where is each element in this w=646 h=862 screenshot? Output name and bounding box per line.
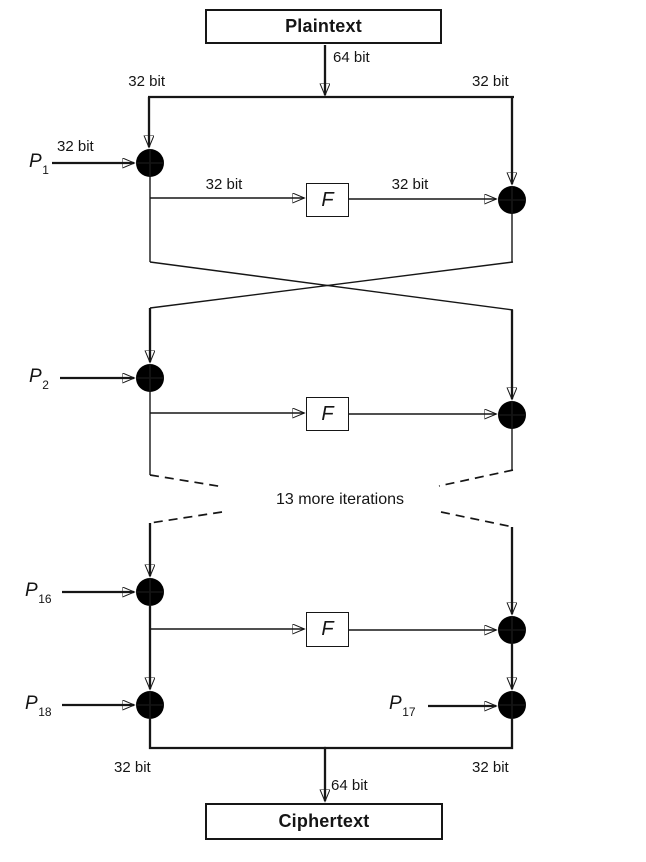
subkey-p18-sub: 18 <box>38 704 52 719</box>
half-width-label-top-right: 32 bit <box>472 73 509 90</box>
subkey-p18-base: P <box>25 693 38 714</box>
subkey-p16-sub: 16 <box>38 591 52 606</box>
wire-swap-cross-b <box>149 261 514 309</box>
bus-width-label-bottom: 64 bit <box>331 777 368 794</box>
xor-gate-round1-right <box>498 186 526 214</box>
ciphertext-box: Ciphertext <box>205 803 443 840</box>
wire-bottom-right-merge <box>324 719 514 750</box>
f-function-box-round2: F <box>306 397 349 431</box>
wire-dash-right-upper <box>438 469 514 487</box>
xor-gate-p18 <box>136 691 164 719</box>
subkey-label-p2: P2 <box>29 365 49 392</box>
f-function-box-round1: F <box>306 183 349 217</box>
xor-gate-round2-right <box>498 401 526 429</box>
subkey-p17-base: P <box>389 693 402 714</box>
iterations-note: 13 more iterations <box>275 491 405 508</box>
xor-gate-p2 <box>136 364 164 392</box>
main-bus-wires <box>52 45 514 801</box>
subkey-p2-sub: 2 <box>42 377 49 392</box>
wire-dash-right-lower <box>440 511 514 528</box>
f-function-box-round16: F <box>306 612 349 647</box>
wire-swap-cross-a <box>149 261 514 311</box>
half-width-label-p1-input: 32 bit <box>57 138 94 155</box>
plaintext-box: Plaintext <box>205 9 442 44</box>
subkey-p16-base: P <box>25 580 38 601</box>
xor-gate-p17 <box>498 691 526 719</box>
wire-dash-left-upper <box>149 474 225 488</box>
half-width-label-bottom-right: 32 bit <box>472 759 509 776</box>
half-width-label-bottom-left: 32 bit <box>114 759 151 776</box>
wire-bottom-left-merge <box>148 719 326 750</box>
iteration-ellipsis-wires <box>149 469 514 528</box>
subkey-p2-base: P <box>29 366 42 387</box>
xor-gate-p1 <box>136 149 164 177</box>
wire-dash-left-lower <box>149 511 223 524</box>
subkey-p17-sub: 17 <box>402 704 416 719</box>
subkey-label-p1: P1 <box>29 150 49 177</box>
bus-width-label-top: 64 bit <box>333 49 370 66</box>
subkey-label-p16: P16 <box>25 579 52 606</box>
round-function-wires <box>149 177 514 630</box>
xor-gates <box>136 149 526 719</box>
half-width-label-f1-input: 32 bit <box>205 176 243 193</box>
half-width-label-f1-output: 32 bit <box>391 176 429 193</box>
subkey-label-p17: P17 <box>389 692 416 719</box>
half-width-label-top-left: 32 bit <box>128 73 165 90</box>
xor-gate-round16-right <box>498 616 526 644</box>
subkey-p1-sub: 1 <box>42 162 49 177</box>
subkey-label-p18: P18 <box>25 692 52 719</box>
xor-gate-p16 <box>136 578 164 606</box>
subkey-p1-base: P <box>29 151 42 172</box>
